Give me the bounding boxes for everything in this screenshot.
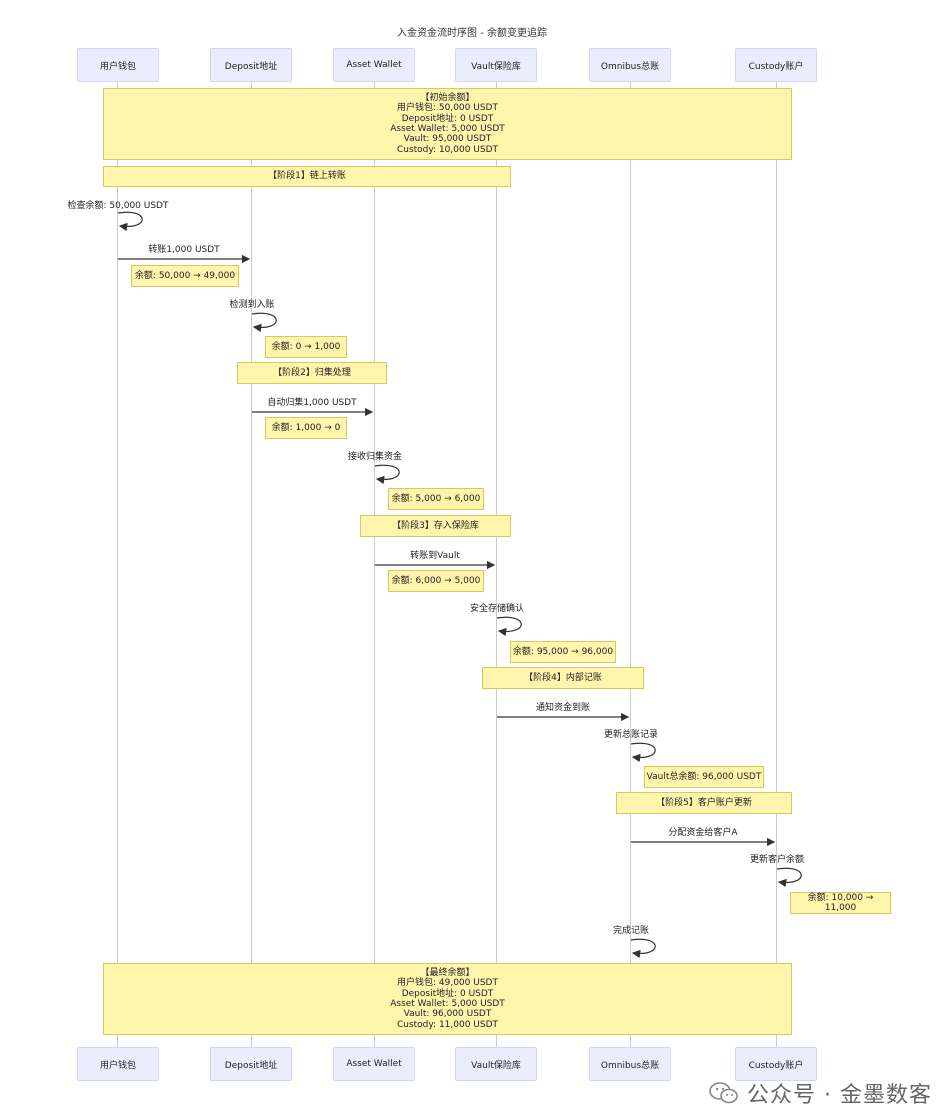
msg-transfer: 转账1,000 USDT <box>148 245 220 255</box>
phase2-note: 【阶段2】归集处理 <box>237 362 387 384</box>
msg-check-balance: 检查余额: 50,000 USDT <box>67 201 169 211</box>
watermark-text: 公众号 · 金墨数客 <box>747 1083 932 1108</box>
self-loop-update-ledger <box>630 742 656 763</box>
msg-receive-collect: 接收归集资金 <box>347 452 403 462</box>
actor-custody-top: Custody账户 <box>735 48 817 82</box>
phase1-note: 【阶段1】链上转账 <box>103 166 511 187</box>
balance-note-deposit-in: 余额: 0 → 1,000 <box>265 336 347 358</box>
lifeline-deposit <box>251 82 252 1047</box>
lifeline-omnibus <box>630 82 631 1047</box>
final-note-line: Custody: 11,000 USDT <box>396 1019 499 1030</box>
actor-asset-top: Asset Wallet <box>333 48 415 82</box>
self-loop-check <box>117 211 143 232</box>
actor-asset-bottom: Asset Wallet <box>333 1047 415 1081</box>
msg-auto-collect: 自动归集1,000 USDT <box>267 398 357 408</box>
self-loop-detect <box>251 312 277 333</box>
msg-update-ledger: 更新总账记录 <box>603 730 659 740</box>
initial-balance-note: 【初始余额】 用户钱包: 50,000 USDT Deposit地址: 0 US… <box>103 88 792 160</box>
msg-secure-storage: 安全存储确认 <box>469 604 525 614</box>
balance-note-deposit-out: 余额: 1,000 → 0 <box>265 417 347 439</box>
msg-update-client-balance: 更新客户余额 <box>749 855 805 865</box>
final-note-line: Asset Wallet: 5,000 USDT <box>390 999 505 1009</box>
actor-vault-bottom: Vault保险库 <box>455 1047 537 1081</box>
self-loop-secure <box>496 616 522 637</box>
lifeline-custody <box>776 82 777 1047</box>
wechat-icon <box>709 1082 738 1104</box>
lifeline-vault <box>496 82 497 1047</box>
initial-note-line: Custody: 10,000 USDT <box>396 144 499 155</box>
final-note-line: Deposit地址: 0 USDT <box>401 988 494 999</box>
initial-note-line: Vault: 95,000 USDT <box>403 134 492 145</box>
final-balance-note: 【最终余额】 用户钱包: 49,000 USDT Deposit地址: 0 US… <box>103 963 792 1035</box>
phase4-note: 【阶段4】内部记账 <box>482 667 644 689</box>
balance-note-omnibus: Vault总余额: 96,000 USDT <box>644 766 764 788</box>
lifeline-asset <box>374 82 375 1047</box>
msg-allocate-client: 分配资金给客户A <box>668 828 738 838</box>
msg-complete-booking: 完成记账 <box>612 926 650 936</box>
balance-note-user: 余额: 50,000 → 49,000 <box>131 265 239 287</box>
diagram-title: 入金资金流时序图 - 余额变更追踪 <box>397 28 547 39</box>
initial-note-line: Asset Wallet: 5,000 USDT <box>390 124 505 134</box>
initial-note-line: 用户钱包: 50,000 USDT <box>397 103 498 114</box>
actor-user-top: 用户钱包 <box>77 48 159 82</box>
self-loop-done <box>630 938 656 959</box>
phase3-note: 【阶段3】存入保险库 <box>360 515 511 537</box>
actor-vault-top: Vault保险库 <box>455 48 537 82</box>
actor-deposit-top: Deposit地址 <box>210 48 292 82</box>
lifeline-user <box>117 82 118 1047</box>
self-loop-receive <box>374 464 400 485</box>
actor-custody-bottom: Custody账户 <box>735 1047 817 1081</box>
actor-omnibus-top: Omnibus总账 <box>589 48 671 82</box>
actor-user-bottom: 用户钱包 <box>77 1047 159 1081</box>
final-note-heading: 【最终余额】 <box>420 968 475 979</box>
actor-deposit-bottom: Deposit地址 <box>210 1047 292 1081</box>
self-loop-update-client <box>776 867 802 888</box>
initial-note-heading: 【初始余额】 <box>420 93 475 104</box>
balance-note-vault: 余额: 95,000 → 96,000 <box>510 641 616 663</box>
balance-note-custody: 余额: 10,000 → 11,000 <box>790 892 891 914</box>
watermark: 公众号 · 金墨数客 <box>709 1077 932 1109</box>
msg-notify-funds: 通知资金到账 <box>535 703 591 713</box>
final-note-line: Vault: 96,000 USDT <box>403 1009 492 1020</box>
final-note-line: 用户钱包: 49,000 USDT <box>397 978 498 989</box>
actor-omnibus-bottom: Omnibus总账 <box>589 1047 671 1081</box>
phase5-note: 【阶段5】客户账户更新 <box>616 792 792 814</box>
balance-note-asset-out: 余额: 6,000 → 5,000 <box>388 570 484 592</box>
balance-note-asset-in: 余额: 5,000 → 6,000 <box>388 488 484 510</box>
msg-transfer-vault: 转账到Vault <box>410 551 460 561</box>
msg-detect-deposit: 检测到入账 <box>229 300 275 310</box>
initial-note-line: Deposit地址: 0 USDT <box>401 113 494 124</box>
